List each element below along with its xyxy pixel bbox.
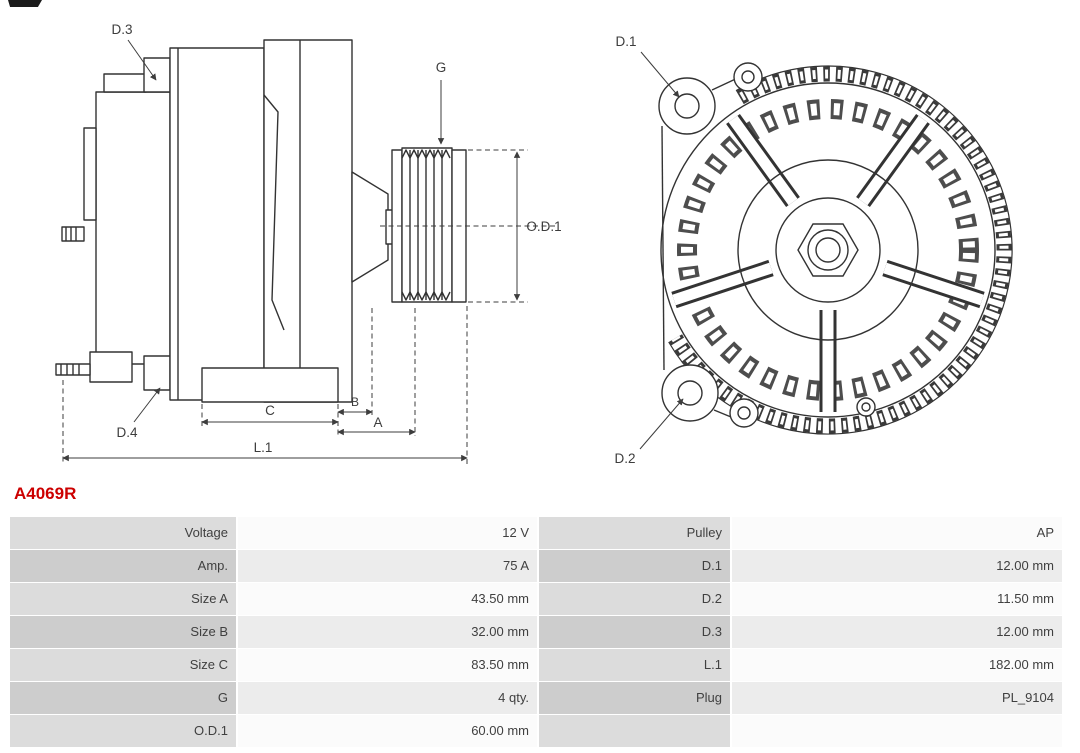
spec-label: Size B [10, 616, 236, 648]
spec-value: 12 V [238, 517, 537, 549]
spec-value: AP [732, 517, 1062, 549]
leader-d4 [133, 387, 161, 423]
spec-value: 32.00 mm [238, 616, 537, 648]
side-view-labels: D.3 D.4 G O.D.1 C B A L.1 [111, 22, 561, 455]
technical-drawings: D.3 D.4 G O.D.1 C B A L.1 [55, 22, 1013, 466]
label-g: G [436, 60, 447, 75]
spec-label: D.1 [539, 550, 730, 582]
table-row: Amp. 75 A D.1 12.00 mm [10, 550, 1062, 582]
spec-value: 75 A [238, 550, 537, 582]
rear-view-labels: D.1 D.2 [614, 34, 636, 466]
spec-value [732, 715, 1062, 747]
spec-value: 4 qty. [238, 682, 537, 714]
table-row: Size C 83.50 mm L.1 182.00 mm [10, 649, 1062, 681]
spec-label: Voltage [10, 517, 236, 549]
spec-value: 83.50 mm [238, 649, 537, 681]
spec-label: Size C [10, 649, 236, 681]
side-view-dimensions [62, 39, 556, 464]
table-row: Size B 32.00 mm D.3 12.00 mm [10, 616, 1062, 648]
spec-table: Voltage 12 V Pulley AP Amp. 75 A D.1 12.… [10, 517, 1062, 748]
alternator-drawing-svg: D.3 D.4 G O.D.1 C B A L.1 [55, 22, 1013, 466]
leader-d1 [640, 51, 680, 98]
label-c: C [265, 403, 275, 418]
spec-label: O.D.1 [10, 715, 236, 747]
spec-label: D.3 [539, 616, 730, 648]
label-d3: D.3 [111, 22, 132, 37]
side-view-drawing [55, 39, 467, 403]
leader-d2 [639, 398, 684, 450]
spec-label: G [10, 682, 236, 714]
label-d4: D.4 [116, 425, 138, 440]
rear-view-drawing [658, 62, 1013, 435]
rear-view-dimensions [639, 51, 684, 450]
spec-label: L.1 [539, 649, 730, 681]
label-a: A [373, 415, 382, 430]
spec-value: 43.50 mm [238, 583, 537, 615]
table-row: Voltage 12 V Pulley AP [10, 517, 1062, 549]
table-row: O.D.1 60.00 mm [10, 715, 1062, 747]
part-number: A4069R [14, 484, 77, 503]
spec-label: Amp. [10, 550, 236, 582]
spec-label: D.2 [539, 583, 730, 615]
spec-value: 60.00 mm [238, 715, 537, 747]
logo-fragment [8, 0, 42, 7]
label-b: B [351, 395, 359, 409]
label-l1: L.1 [254, 440, 273, 455]
spec-value: PL_9104 [732, 682, 1062, 714]
label-d1: D.1 [615, 34, 636, 49]
spec-value: 12.00 mm [732, 616, 1062, 648]
table-row: Size A 43.50 mm D.2 11.50 mm [10, 583, 1062, 615]
spec-label: Pulley [539, 517, 730, 549]
leader-d3 [127, 39, 157, 81]
spec-label [539, 715, 730, 747]
table-row: G 4 qty. Plug PL_9104 [10, 682, 1062, 714]
label-d2: D.2 [614, 451, 635, 466]
spec-label: Size A [10, 583, 236, 615]
spec-value: 11.50 mm [732, 583, 1062, 615]
label-od1: O.D.1 [526, 219, 561, 234]
spec-value: 182.00 mm [732, 649, 1062, 681]
spec-label: Plug [539, 682, 730, 714]
spec-value: 12.00 mm [732, 550, 1062, 582]
